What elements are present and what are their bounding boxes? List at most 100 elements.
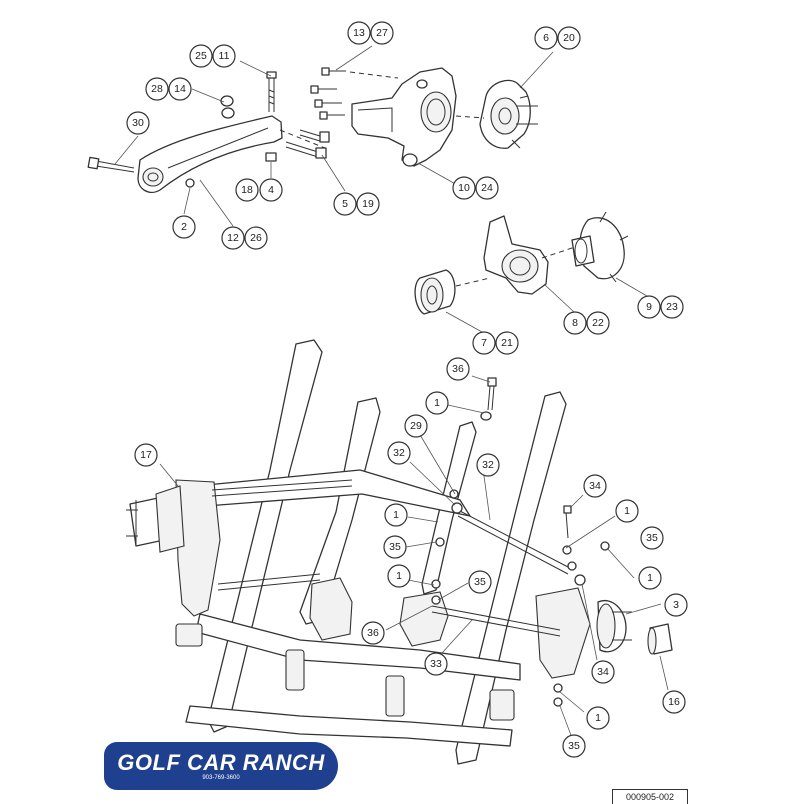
callout-34-top: 34: [583, 474, 607, 498]
dash-line-bearing: [455, 277, 491, 287]
svg-text:17: 17: [140, 449, 152, 461]
svg-text:25: 25: [195, 50, 207, 62]
callout-22: 22: [586, 311, 610, 335]
callout-26: 26: [244, 226, 268, 250]
callout-33: 33: [424, 652, 448, 676]
callout-4: 4: [259, 178, 283, 202]
svg-text:16: 16: [668, 696, 680, 708]
bearing-7-21-drawing: [414, 269, 456, 315]
callout-13: 13: [347, 21, 371, 45]
callout-28: 28: [145, 77, 169, 101]
svg-text:19: 19: [362, 198, 374, 210]
svg-text:20: 20: [563, 32, 575, 44]
callout-1-bottom: 1: [586, 706, 610, 730]
bolts-5-19-drawing: [285, 129, 330, 159]
nut-18-4-drawing: [265, 152, 277, 162]
svg-text:36: 36: [452, 363, 464, 375]
svg-text:35: 35: [568, 740, 580, 752]
svg-text:1: 1: [647, 572, 653, 584]
svg-text:1: 1: [595, 712, 601, 724]
callout-2: 2: [172, 215, 196, 239]
svg-text:9: 9: [646, 301, 652, 313]
svg-text:13: 13: [353, 27, 365, 39]
callout-21: 21: [495, 331, 519, 355]
callout-20: 20: [557, 26, 581, 50]
svg-text:26: 26: [250, 232, 262, 244]
trailing-arm-group: [87, 71, 331, 193]
callout-9: 9: [637, 295, 661, 319]
callout-32-left: 32: [387, 441, 411, 465]
callout-25: 25: [189, 44, 213, 68]
callout-32-right: 32: [476, 453, 500, 477]
bracket-right: [535, 587, 591, 679]
bearing-hub-group: [414, 211, 629, 315]
knuckle-group: [310, 67, 538, 167]
logo-title: GOLF CAR RANCH: [117, 750, 325, 775]
svg-text:32: 32: [393, 447, 405, 459]
washers-28-14-drawing: [220, 95, 235, 119]
svg-text:18: 18: [241, 184, 253, 196]
bracket-left: [175, 479, 221, 617]
trailing-arm-12-drawing: [137, 115, 283, 193]
svg-text:8: 8: [572, 317, 578, 329]
callout-35-center-low: 35: [468, 570, 492, 594]
svg-text:14: 14: [174, 83, 186, 95]
callout-27: 27: [370, 21, 394, 45]
svg-text:36: 36: [367, 627, 379, 639]
svg-text:23: 23: [666, 301, 678, 313]
callout-24: 24: [475, 176, 499, 200]
callout-1-center: 1: [384, 503, 408, 527]
callout-18: 18: [235, 178, 259, 202]
callout-23: 23: [660, 295, 684, 319]
svg-text:24: 24: [481, 182, 493, 194]
svg-text:1: 1: [396, 570, 402, 582]
callout-36-bottom: 36: [361, 621, 385, 645]
callout-12: 12: [221, 226, 245, 250]
callout-11: 11: [212, 44, 236, 68]
callout-1-right-top: 1: [615, 499, 639, 523]
cross-member-bottom: [185, 705, 513, 747]
callout-17: 17: [134, 443, 158, 467]
svg-text:11: 11: [219, 50, 230, 62]
logo-phone: 903-769-3600: [202, 775, 240, 781]
callout-3: 3: [664, 593, 688, 617]
callout-35-right-top: 35: [640, 526, 664, 550]
svg-text:10: 10: [458, 182, 470, 194]
callout-29: 29: [404, 414, 428, 438]
leader-lines: [114, 45, 669, 739]
knuckle-10-24-drawing: [351, 67, 457, 167]
document-number: 000905-002: [612, 789, 688, 804]
callout-1-center-low: 1: [387, 564, 411, 588]
bumpers: [175, 623, 515, 721]
callout-6: 6: [534, 26, 558, 50]
hub-3-drawing: [596, 600, 632, 653]
callout-1-right-mid: 1: [638, 566, 662, 590]
frame-rail-left: [207, 339, 323, 733]
svg-text:33: 33: [430, 658, 442, 670]
callout-7: 7: [472, 331, 496, 355]
callout-35-center: 35: [383, 535, 407, 559]
golf-car-ranch-logo: GOLF CAR RANCH 903-769-3600: [104, 742, 338, 790]
svg-text:35: 35: [646, 532, 658, 544]
svg-text:2: 2: [181, 221, 187, 233]
svg-text:30: 30: [132, 117, 144, 129]
frame-group: [126, 339, 673, 765]
cap-16-drawing: [647, 623, 673, 655]
cross-member-upper: [195, 469, 471, 517]
callout-1-top: 1: [425, 391, 449, 415]
svg-text:29: 29: [410, 420, 422, 432]
dash-line-carrier: [541, 245, 579, 259]
svg-text:34: 34: [597, 666, 609, 678]
callout-5: 5: [333, 192, 357, 216]
bolt-30-drawing: [87, 156, 135, 173]
svg-text:35: 35: [474, 576, 486, 588]
hub-9-23-drawing: [571, 211, 629, 283]
svg-text:35: 35: [389, 541, 401, 553]
callout-19: 19: [356, 192, 380, 216]
svg-text:3: 3: [673, 599, 679, 611]
bolt-11-drawing: [266, 71, 277, 112]
bolts-13-27-drawing: [310, 67, 399, 120]
svg-text:22: 22: [592, 317, 604, 329]
svg-text:1: 1: [393, 509, 399, 521]
callout-8: 8: [563, 311, 587, 335]
